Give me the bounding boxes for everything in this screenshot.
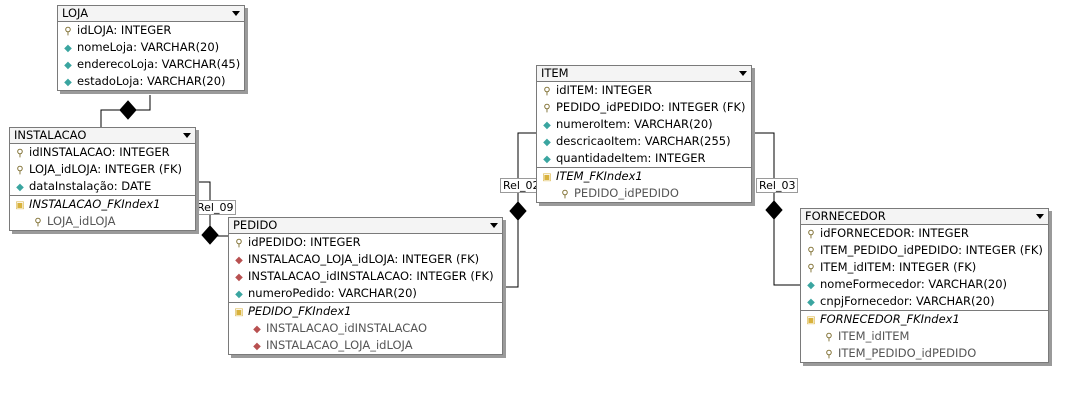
column-name: PEDIDO_idPEDIDO: INTEGER (FK): [556, 100, 746, 114]
key-icon: ⚲: [16, 165, 24, 176]
table-header[interactable]: FORNECEDOR: [801, 209, 1048, 225]
table-header[interactable]: ITEM: [537, 66, 751, 82]
column-name: nomeLoja: VARCHAR(20): [77, 40, 220, 54]
fk-diamond-icon: ◆: [235, 272, 243, 283]
column-name: idITEM: INTEGER: [556, 83, 653, 97]
index-name: PEDIDO_FKIndex1: [248, 304, 352, 318]
key-icon: ⚲: [825, 349, 833, 360]
column-name: cnpjFornecedor: VARCHAR(20): [820, 294, 995, 308]
folder-icon: ▣: [234, 307, 244, 318]
key-icon: ⚲: [64, 26, 72, 37]
index-field: ITEM_idITEM: [838, 329, 910, 343]
table-header[interactable]: PEDIDO: [229, 218, 502, 234]
index-name: ITEM_FKIndex1: [556, 169, 643, 183]
key-icon: ⚲: [34, 217, 42, 228]
column-name: enderecoLoja: VARCHAR(45): [77, 57, 241, 71]
column-name: idLOJA: INTEGER: [77, 23, 172, 37]
dropdown-arrow-icon[interactable]: [183, 133, 191, 138]
column-name: LOJA_idLOJA: INTEGER (FK): [29, 162, 183, 176]
table-title: PEDIDO: [233, 218, 278, 232]
attribute-diamond-icon: ◆: [16, 182, 24, 193]
column-name: descricaoItem: VARCHAR(255): [556, 134, 731, 148]
table-title: FORNECEDOR: [805, 209, 886, 223]
column-name: ITEM_idITEM: INTEGER (FK): [820, 260, 977, 274]
table-header[interactable]: LOJA: [58, 6, 244, 22]
key-icon: ⚲: [561, 189, 569, 200]
key-icon: ⚲: [807, 246, 815, 257]
table-header[interactable]: INSTALACAO: [10, 128, 195, 144]
attribute-diamond-icon: ◆: [543, 120, 551, 131]
key-icon: ⚲: [543, 103, 551, 114]
relationship-label-rel09: Rel_09: [194, 200, 237, 215]
index-field: INSTALACAO_LOJA_idLOJA: [266, 338, 413, 352]
column-name: idFORNECEDOR: INTEGER: [820, 226, 969, 240]
table-item[interactable]: ITEM ⚲ idITEM: INTEGER ⚲ PEDIDO_idPEDIDO: …: [536, 65, 752, 203]
key-icon: ⚲: [825, 332, 833, 343]
column-name: idINSTALACAO: INTEGER: [29, 145, 170, 159]
index-name: FORNECEDOR_FKIndex1: [820, 312, 960, 326]
index-field: PEDIDO_idPEDIDO: [574, 186, 679, 200]
table-pedido[interactable]: PEDIDO ⚲ idPEDIDO: INTEGER ◆ INSTALACAO_LO…: [228, 217, 503, 355]
table-fornecedor[interactable]: FORNECEDOR ⚲ idFORNECEDOR: INTEGER ⚲ ITEM_…: [800, 208, 1049, 363]
fk-diamond-icon: ◆: [235, 255, 243, 266]
fk-diamond-icon: ◆: [253, 324, 261, 335]
table-title: INSTALACAO: [14, 128, 87, 142]
folder-icon: ▣: [15, 200, 25, 211]
table-title: ITEM: [541, 66, 569, 80]
column-name: dataInstalação: DATE: [29, 179, 152, 193]
table-loja[interactable]: LOJA ⚲ idLOJA: INTEGER ◆ nomeLoja: VARCHAR…: [57, 5, 245, 91]
dropdown-arrow-icon[interactable]: [232, 11, 240, 16]
index-field: ITEM_PEDIDO_idPEDIDO: [838, 346, 977, 360]
column-name: estadoLoja: VARCHAR(20): [77, 74, 226, 88]
key-icon: ⚲: [807, 229, 815, 240]
column-name: nomeFormecedor: VARCHAR(20): [820, 277, 1007, 291]
index-field: LOJA_idLOJA: [47, 214, 116, 228]
column-name: numeroPedido: VARCHAR(20): [248, 286, 417, 300]
column-name: INSTALACAO_idINSTALACAO: INTEGER (FK): [248, 269, 494, 283]
attribute-diamond-icon: ◆: [235, 289, 243, 300]
key-icon: ⚲: [235, 238, 243, 249]
index-name: INSTALACAO_FKIndex1: [29, 197, 161, 211]
column-name: numeroItem: VARCHAR(20): [556, 117, 713, 131]
table-title: LOJA: [62, 6, 89, 20]
folder-icon: ▣: [806, 315, 816, 326]
index-field: INSTALACAO_idINSTALACAO: [266, 321, 427, 335]
column-name: idPEDIDO: INTEGER: [248, 235, 361, 249]
attribute-diamond-icon: ◆: [64, 60, 72, 71]
dropdown-arrow-icon[interactable]: [1036, 214, 1044, 219]
dropdown-arrow-icon[interactable]: [739, 71, 747, 76]
key-icon: ⚲: [16, 148, 24, 159]
attribute-diamond-icon: ◆: [64, 43, 72, 54]
relationship-label-rel02: Rel_02: [500, 178, 543, 193]
relationship-label-rel03: Rel_03: [756, 178, 799, 193]
attribute-diamond-icon: ◆: [543, 137, 551, 148]
column-name: quantidadeItem: INTEGER: [556, 151, 706, 165]
column-name: ITEM_PEDIDO_idPEDIDO: INTEGER (FK): [820, 243, 1043, 257]
attribute-diamond-icon: ◆: [807, 280, 815, 291]
dropdown-arrow-icon[interactable]: [490, 223, 498, 228]
key-icon: ⚲: [807, 263, 815, 274]
column-name: INSTALACAO_LOJA_idLOJA: INTEGER (FK): [248, 252, 480, 266]
folder-icon: ▣: [542, 172, 552, 183]
attribute-diamond-icon: ◆: [543, 154, 551, 165]
attribute-diamond-icon: ◆: [64, 77, 72, 88]
attribute-diamond-icon: ◆: [807, 297, 815, 308]
fk-diamond-icon: ◆: [253, 341, 261, 352]
key-icon: ⚲: [543, 86, 551, 97]
table-instalacao[interactable]: INSTALACAO ⚲ idINSTALACAO: INTEGER ⚲ LOJA_…: [9, 127, 196, 231]
